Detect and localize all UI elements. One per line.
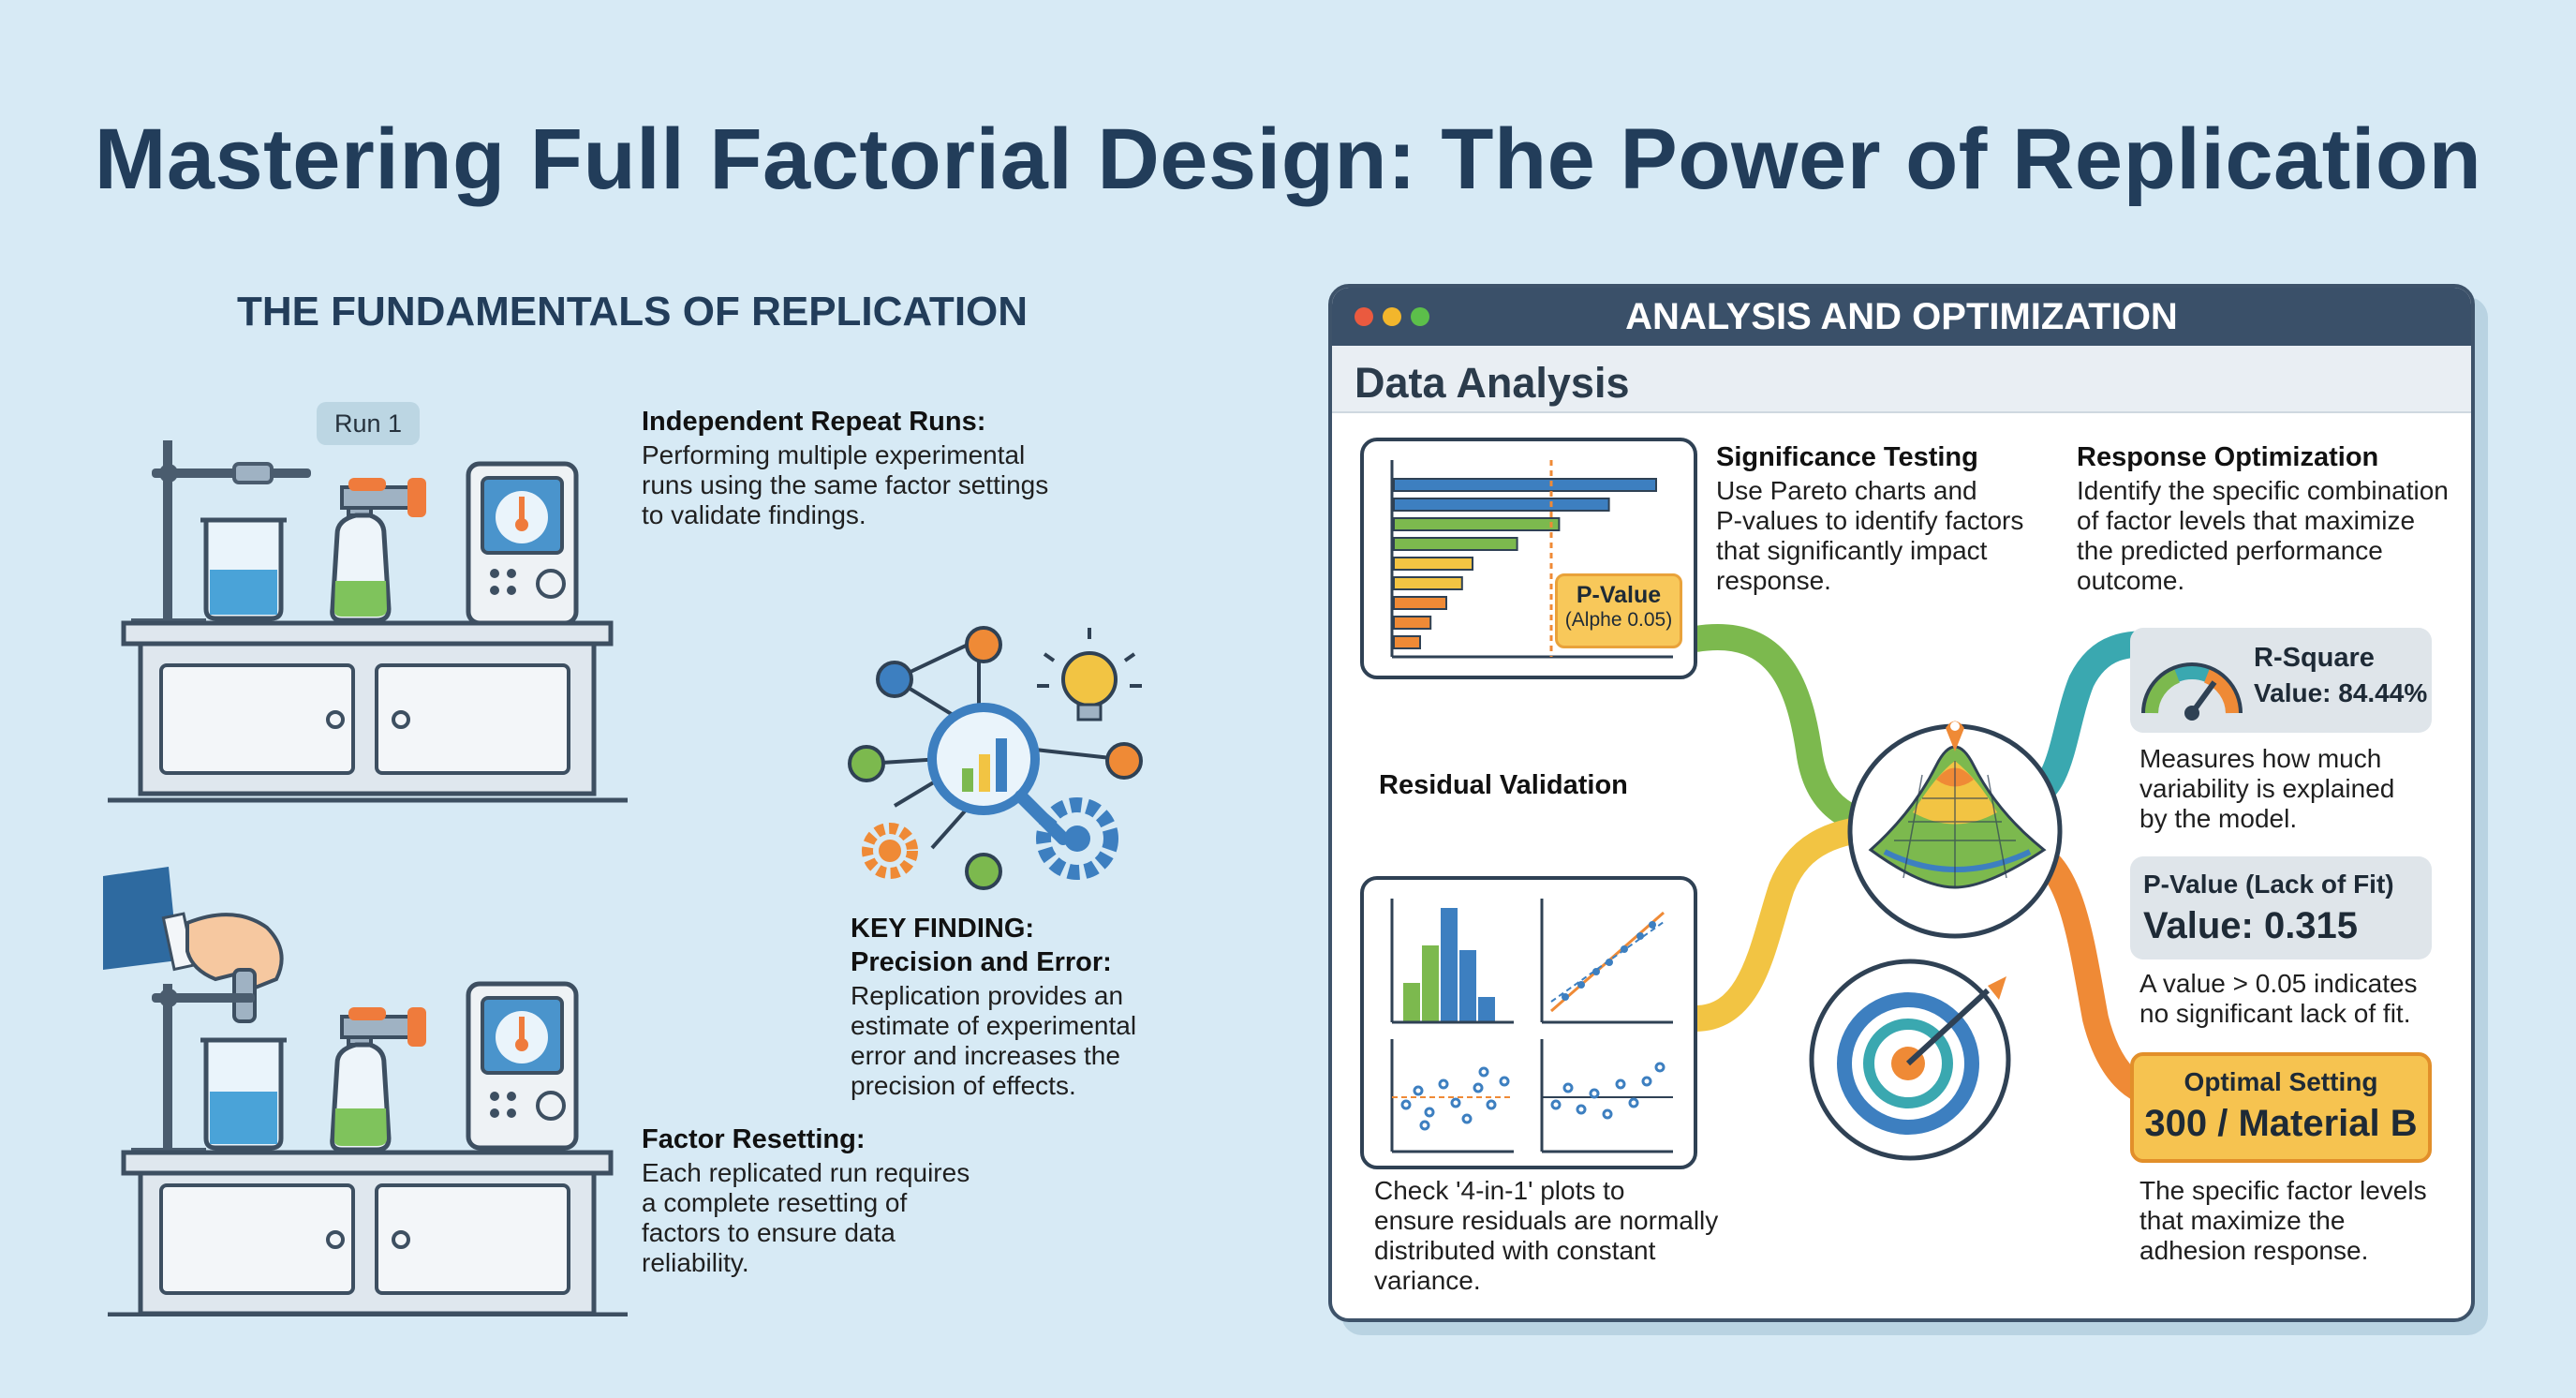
independent-runs-block: Independent Repeat Runs: Performing mult… [642,407,1091,530]
significance-line: P-values to identify factors [1716,506,2024,535]
residual-line: distributed with constant [1374,1236,1656,1265]
key-finding-line: precision of effects. [851,1071,1076,1100]
optimization-line: the predicted performance [2077,536,2383,565]
residual-line: Check '4-in-1' plots to [1374,1176,1625,1205]
residual-plots-card [1360,876,1697,1169]
pareto-bar [1393,557,1473,571]
analysis-window: ANALYSIS AND OPTIMIZATION Data Analysis [1328,284,2475,1322]
optimization-block: Response Optimization Identify the speci… [2077,442,2465,596]
window-title: ANALYSIS AND OPTIMIZATION [1625,296,2178,337]
r-square-desc-line: variability is explained [2139,774,2395,803]
histogram-plot [1390,899,1514,1024]
significance-line: Use Pareto charts and [1716,476,1977,505]
window-minimize-dot[interactable] [1383,307,1401,326]
optimization-line: Identify the specific combination [2077,476,2449,505]
optimal-desc-line: adhesion response. [2139,1236,2369,1265]
independent-runs-title: Independent Repeat Runs: [642,407,986,437]
key-finding-block: KEY FINDING: Precision and Error: Replic… [851,914,1169,1101]
optimal-setting-value: 300 / Material B [2144,1103,2418,1144]
flow-connectors [1693,624,2158,1161]
optimization-line: outcome. [2077,566,2185,595]
normal-probability-plot [1540,899,1673,1024]
pareto-bar [1393,537,1518,551]
optimal-setting-card: Optimal Setting 300 / Material B [2130,1052,2432,1163]
r-square-desc: Measures how much variability is explain… [2139,744,2449,834]
pareto-chart [1390,460,1673,659]
optimal-setting-desc: The specific factor levels that maximize… [2139,1176,2458,1266]
significance-title: Significance Testing [1716,442,1978,472]
lack-of-fit-desc-line: no significant lack of fit. [2139,999,2411,1028]
lack-of-fit-desc: A value > 0.05 indicates no significant … [2139,969,2458,1029]
pareto-chart-card [1360,438,1697,679]
r-square-desc-line: by the model. [2139,804,2298,833]
r-square-desc-line: Measures how much [2139,744,2382,773]
optimization-line: of factor levels that maximize [2077,506,2416,535]
four-in-one-plots [1390,899,1673,1153]
pareto-bar [1393,478,1657,492]
independent-runs-line: Performing multiple experimental [642,440,1026,469]
lack-of-fit-card: P-Value (Lack of Fit) Value: 0.315 [2130,856,2432,959]
r-square-card: R-Square Value: 84.44% [2130,628,2432,733]
window-close-dot[interactable] [1355,307,1373,326]
r-square-label: R-Square [2254,643,2375,673]
pareto-bar [1393,596,1447,610]
optimal-desc-line: that maximize the [2139,1206,2346,1235]
factor-resetting-line: Each replicated run requires [642,1158,970,1187]
key-finding-line: Replication provides an [851,981,1124,1010]
optimal-desc-line: The specific factor levels [2139,1176,2427,1205]
residuals-vs-fits-plot [1390,1039,1514,1153]
pvalue-tag-sub: (Alphe 0.05) [1564,609,1673,631]
gauge-icon [2141,662,2243,721]
pvalue-tag-title: P-Value [1576,582,1662,608]
pareto-bar [1393,517,1561,531]
key-finding-title: Precision and Error: [851,947,1112,977]
independent-runs-line: runs using the same factor settings [642,470,1049,499]
analysis-network-icon [848,626,1143,890]
pareto-bar [1393,576,1463,590]
factor-resetting-line: factors to ensure data [642,1218,896,1247]
factor-resetting-line: reliability. [642,1248,749,1277]
factor-resetting-block: Factor Resetting: Each replicated run re… [642,1124,1063,1278]
residual-title: Residual Validation [1379,770,1628,800]
residual-desc: Check '4-in-1' plots to ensure residuals… [1374,1176,1730,1296]
fundamentals-heading: THE FUNDAMENTALS OF REPLICATION [236,289,1029,335]
window-title-bar [1332,288,2471,346]
residual-line: variance. [1374,1266,1481,1295]
lack-of-fit-value: Value: 0.315 [2143,905,2359,946]
run-label-badge: Run 1 [317,402,420,445]
independent-runs-line: to validate findings. [642,500,866,529]
key-finding-label: KEY FINDING: [851,914,1035,944]
section-title: Data Analysis [1355,359,1630,407]
key-finding-line: estimate of experimental [851,1011,1137,1040]
factor-resetting-title: Factor Resetting: [642,1124,866,1154]
key-finding-line: error and increases the [851,1041,1120,1070]
lab-bench-illustration-bottom [103,867,628,1316]
lab-bench-illustration-top [108,440,628,803]
significance-block: Significance Testing Use Pareto charts a… [1716,442,2053,596]
optimal-setting-label: Optimal Setting [2184,1067,2378,1096]
optimization-title: Response Optimization [2077,442,2379,472]
section-header-bar [1332,346,2471,413]
lack-of-fit-desc-line: A value > 0.05 indicates [2139,969,2418,998]
significance-line: that significantly impact [1716,536,1988,565]
residual-line: ensure residuals are normally [1374,1206,1719,1235]
factor-resetting-line: a complete resetting of [642,1188,908,1217]
r-square-value: Value: 84.44% [2254,678,2428,707]
pareto-bar [1393,635,1421,649]
pvalue-tag: P-Value (Alphe 0.05) [1555,573,1682,648]
window-maximize-dot[interactable] [1411,307,1429,326]
page-title: Mastering Full Factorial Design: The Pow… [94,112,2482,207]
lack-of-fit-label: P-Value (Lack of Fit) [2143,870,2394,899]
residuals-vs-order-plot [1540,1039,1673,1153]
significance-line: response. [1716,566,1831,595]
pareto-bar [1393,616,1432,630]
pareto-bar [1393,498,1610,512]
